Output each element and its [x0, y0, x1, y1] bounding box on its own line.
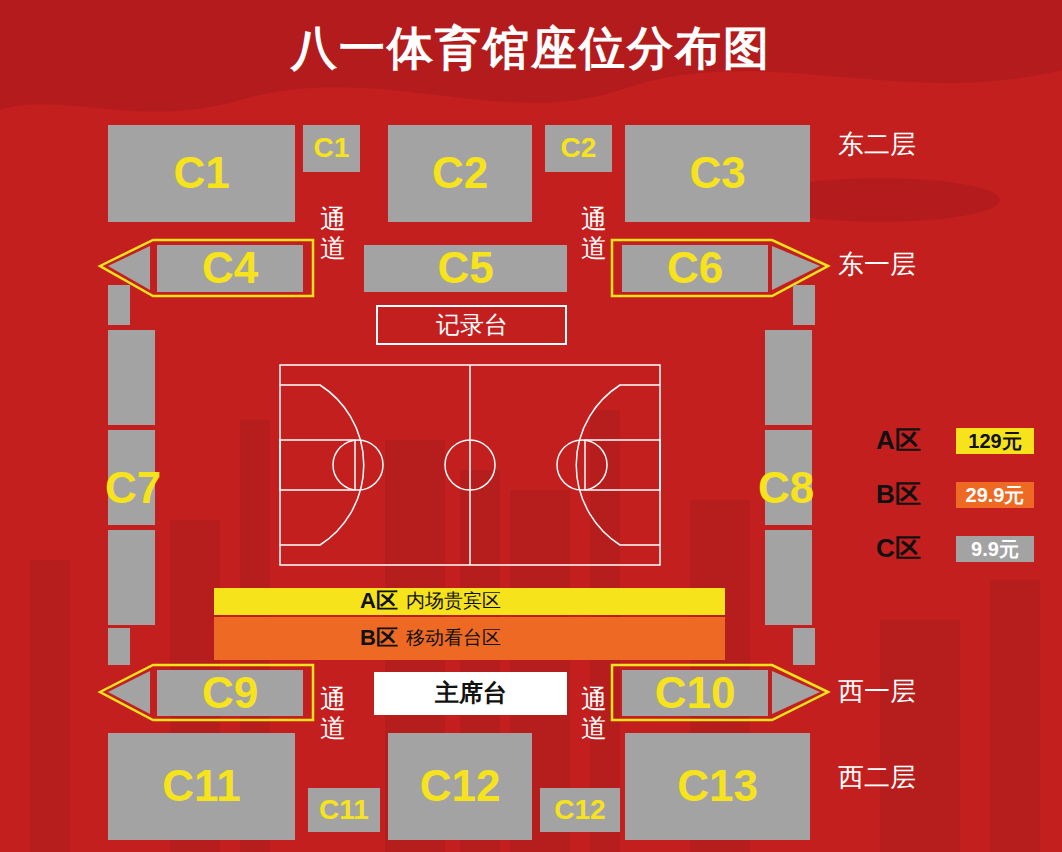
seat-section: C13: [625, 733, 810, 840]
section-label: A区: [360, 589, 398, 613]
seat-section: C6: [622, 245, 768, 292]
section-label: C5: [437, 244, 493, 292]
section-label: C12: [554, 795, 605, 826]
seat-section: C10: [622, 670, 768, 716]
section-note: 内场贵宾区: [406, 591, 501, 612]
section-note: 移动看台区: [406, 628, 501, 649]
seat-section: C11: [308, 788, 380, 832]
section-label: 主席台: [435, 680, 507, 706]
aisle-label: 通道: [320, 205, 346, 262]
aisle-label: 通道: [581, 205, 607, 262]
section-label: C13: [677, 762, 758, 810]
section-label: C12: [420, 762, 501, 810]
tier-label: 西二层: [838, 763, 916, 792]
legend-text: C区: [876, 531, 956, 566]
section-label: C11: [162, 762, 240, 810]
aisle-label: 通道: [581, 685, 607, 742]
seat-section: C4: [157, 245, 303, 292]
entrance-arrows: [100, 240, 828, 720]
section-label: C1: [314, 133, 350, 164]
legend-text: A区: [876, 423, 956, 458]
basketball-court: [280, 365, 660, 565]
price-label: 129元: [968, 430, 1021, 452]
seat-section: C12: [388, 733, 532, 840]
aisle-label: 通道: [320, 685, 346, 742]
seat-section: C12: [540, 788, 620, 832]
seat-section: C11: [108, 733, 295, 840]
seat-section: C2: [545, 125, 612, 172]
movable-stand-band: B区移动看台区: [214, 617, 725, 660]
section-label: C7: [105, 464, 161, 512]
section-label: C3: [689, 149, 745, 197]
title: 八一体育馆座位分布图: [0, 18, 1062, 80]
seat-section: C1: [108, 125, 295, 222]
section-label: C9: [202, 669, 258, 717]
section-label: C4: [202, 244, 258, 292]
seat-section: C3: [625, 125, 810, 222]
tier-label: 东二层: [838, 130, 916, 159]
section-label: 记录台: [436, 312, 508, 338]
legend-swatch: 29.9元: [956, 482, 1034, 508]
section-label: C1: [173, 149, 229, 197]
section-label: C6: [667, 244, 723, 292]
legend-swatch: 129元: [956, 428, 1034, 454]
tier-label: 西一层: [838, 677, 916, 706]
section-label: B区: [360, 626, 398, 650]
section-label: C10: [655, 669, 736, 717]
officials-box: 主席台: [374, 672, 567, 715]
section-label: C11: [319, 795, 369, 826]
price-label: 9.9元: [971, 538, 1019, 560]
legend-row: B区 29.9元: [876, 477, 1034, 512]
vip-zone-band: A区内场贵宾区: [214, 588, 725, 615]
legend-swatch: 9.9元: [956, 536, 1034, 562]
seat-section: C1: [303, 125, 360, 172]
section-label: C2: [432, 149, 488, 197]
side-stand-strips: [108, 285, 815, 665]
side-stand: C8: [750, 455, 822, 521]
seat-section: C5: [364, 245, 567, 292]
seat-section: C9: [157, 670, 303, 716]
scorer-table: 记录台: [376, 305, 567, 345]
legend-row: C区 9.9元: [876, 531, 1034, 566]
tier-label: 东一层: [838, 250, 916, 279]
paint-splashes: [0, 0, 1062, 222]
legend-row: A区 129元: [876, 423, 1034, 458]
legend-text: B区: [876, 477, 956, 512]
side-stand: C7: [98, 455, 168, 521]
section-label: C8: [758, 464, 814, 512]
price-label: 29.9元: [966, 484, 1025, 506]
section-label: C2: [561, 133, 597, 164]
seat-section: C2: [388, 125, 532, 222]
skyline-silhouette: [30, 410, 1040, 852]
